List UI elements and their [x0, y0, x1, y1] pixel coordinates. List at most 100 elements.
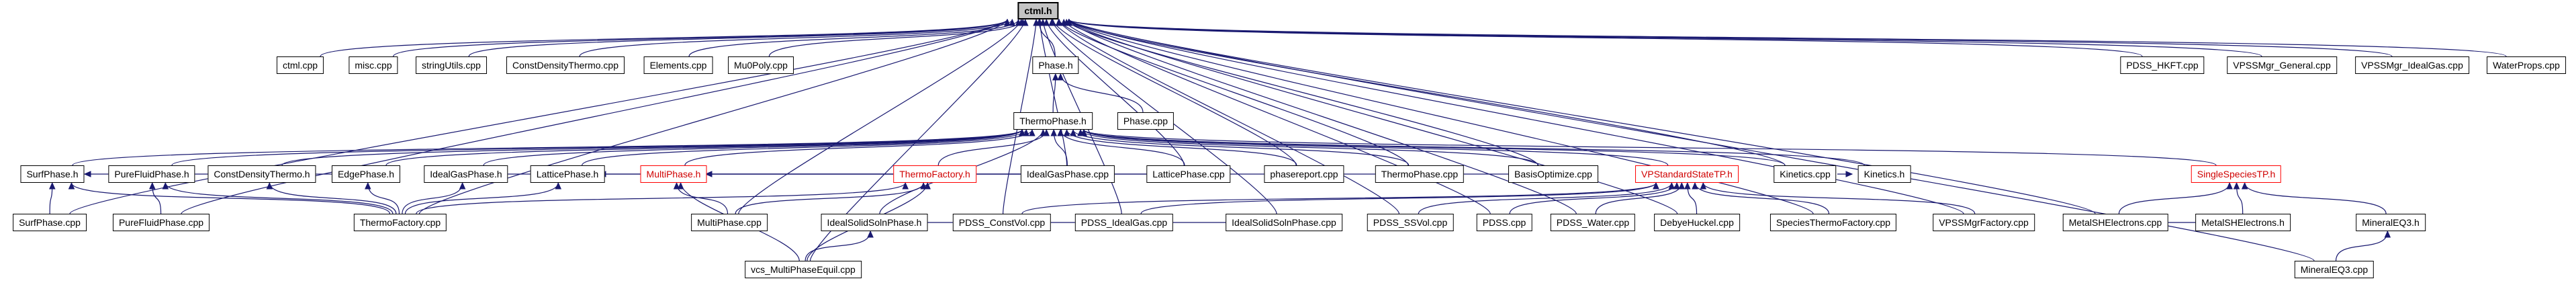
- graph-node-waterprops_cpp[interactable]: WaterProps.cpp: [2487, 56, 2566, 74]
- graph-node-kinetics_h[interactable]: Kinetics.h: [1857, 165, 1911, 183]
- graph-node-vpssmgr_general_cpp[interactable]: VPSSMgr_General.cpp: [2227, 56, 2337, 74]
- include-edge-ctml_cpp-to-ctml_h: [320, 18, 1011, 57]
- include-edge-debyehuckel_cpp-to-ctml_h: [1066, 18, 1678, 214]
- include-edge-thermofactory_cpp-to-thermofactory_h: [416, 181, 909, 214]
- include-edge-thermofactory_cpp-to-idealgasphase_h: [402, 181, 466, 214]
- graph-node-pdss_hkft_cpp[interactable]: PDSS_HKFT.cpp: [2120, 56, 2205, 74]
- graph-node-purefluidphase_cpp[interactable]: PureFluidPhase.cpp: [112, 214, 210, 231]
- graph-node-mineraleq3_h[interactable]: MineralEQ3.h: [2356, 214, 2426, 231]
- graph-node-thermophase_h[interactable]: ThermoPhase.h: [1013, 112, 1093, 130]
- graph-node-pdss_cpp[interactable]: PDSS.cpp: [1476, 214, 1532, 231]
- include-edge-surfphase_cpp-to-surfphase_h: [48, 181, 56, 214]
- include-edge-misc_cpp-to-ctml_h: [393, 18, 1011, 57]
- include-edge-purefluidphase_cpp-to-ctml_h: [181, 18, 1011, 214]
- graph-node-multiphase_h[interactable]: MultiPhase.h: [640, 165, 707, 183]
- include-edge-vpssmgrfactory_cpp-to-ctml_h: [1066, 18, 1964, 214]
- graph-node-purefluidphase_h[interactable]: PureFluidPhase.h: [108, 165, 195, 183]
- include-edge-singlespeciestp_h-to-thermophase_h: [1080, 128, 2217, 166]
- graph-node-idealgasphase_h[interactable]: IdealGasPhase.h: [424, 165, 508, 183]
- include-edge-multiphase_cpp-to-ctml_h: [738, 18, 1025, 214]
- graph-node-basisoptimize_cpp[interactable]: BasisOptimize.cpp: [1508, 165, 1598, 183]
- graph-node-mu0poly_cpp[interactable]: Mu0Poly.cpp: [728, 56, 794, 74]
- include-edge-stringutils_cpp-to-ctml_h: [468, 18, 1011, 57]
- include-edge-phasereport_cpp-to-ctml_h: [1050, 18, 1297, 166]
- include-edge-thermofactory_cpp-to-latticephase_h: [404, 181, 562, 214]
- graph-node-latticephase_h[interactable]: LatticePhase.h: [530, 165, 605, 183]
- graph-node-thermofactory_cpp[interactable]: ThermoFactory.cpp: [353, 214, 447, 231]
- include-edge-waterprops_cpp-to-ctml_h: [1066, 18, 2507, 57]
- include-edge-vpssmgrfactory_cpp-to-vpstandardstatetp_h: [1700, 181, 1976, 214]
- graph-node-constdensitythermo_cpp[interactable]: ConstDensityThermo.cpp: [506, 56, 625, 74]
- include-edge-mineraleq3_h-to-singlespeciestp_h: [2241, 181, 2387, 214]
- graph-node-kinetics_cpp[interactable]: Kinetics.cpp: [1774, 165, 1837, 183]
- graph-node-singlespeciestp_h[interactable]: SingleSpeciesTP.h: [2191, 165, 2282, 183]
- include-edge-thermofactory_cpp-to-constdensitythermo_h: [266, 181, 397, 214]
- include-edge-pdss_constvol_cpp-to-vpstandardstatetp_h: [1021, 181, 1659, 214]
- graph-node-idealgasphase_cpp[interactable]: IdealGasPhase.cpp: [1020, 165, 1115, 183]
- include-edge-latticephase_h-to-thermophase_h: [582, 128, 1029, 166]
- graph-node-pdss_idealgas_cpp[interactable]: PDSS_IdealGas.cpp: [1074, 214, 1174, 231]
- include-edge-mineraleq3_cpp-to-mineraleq3_h: [2335, 230, 2391, 261]
- include-edge-surfphase_h-to-thermophase_h: [72, 128, 1025, 166]
- graph-node-pdss_constvol_cpp[interactable]: PDSS_ConstVol.cpp: [952, 214, 1052, 231]
- include-edge-kinetics_cpp-to-ctml_h: [1066, 18, 1786, 166]
- include-edge-thermofactory_cpp-to-ctml_h: [418, 18, 1011, 214]
- graph-node-speciesthermofactory_cpp[interactable]: SpeciesThermoFactory.cpp: [1769, 214, 1897, 231]
- include-edge-basisoptimize_cpp-to-thermophase_h: [1077, 128, 1539, 166]
- include-edge-pdss_water_cpp-to-vpstandardstatetp_h: [1595, 181, 1686, 214]
- include-edge-thermophase_cpp-to-thermophase_h: [1070, 128, 1410, 166]
- graph-node-idealsolidsolnphase_cpp[interactable]: IdealSolidSolnPhase.cpp: [1226, 214, 1342, 231]
- graph-node-vpstandardstatetp_h[interactable]: VPStandardStateTP.h: [1635, 165, 1739, 183]
- include-edge-thermofactory_cpp-to-edgephase_h: [365, 181, 400, 214]
- graph-node-idealsolidsolnphase_h[interactable]: IdealSolidSolnPhase.h: [821, 214, 928, 231]
- graph-node-metalshelectrons_cpp[interactable]: MetalSHElectrons.cpp: [2062, 214, 2168, 231]
- include-edge-kinetics_h-to-thermophase_h: [1080, 128, 1865, 166]
- include-edge-multiphase_cpp-to-thermofactory_h: [735, 181, 927, 214]
- graph-node-metalshelectrons_h[interactable]: MetalSHElectrons.h: [2195, 214, 2291, 231]
- include-edge-speciesthermofactory_cpp-to-ctml_h: [1066, 18, 1814, 214]
- graph-node-vpssmgrfactory_cpp[interactable]: VPSSMgrFactory.cpp: [1933, 214, 2035, 231]
- include-edge-vpstandardstatetp_h-to-thermophase_h: [1080, 128, 1669, 166]
- include-edge-idealgasphase_cpp-to-ctml_h: [1036, 18, 1068, 166]
- graph-node-thermophase_cpp[interactable]: ThermoPhase.cpp: [1375, 165, 1465, 183]
- graph-node-phasereport_cpp[interactable]: phasereport.cpp: [1264, 165, 1344, 183]
- include-edge-idealgasphase_h-to-thermophase_h: [483, 128, 1025, 166]
- graph-node-constdensitythermo_h[interactable]: ConstDensityThermo.h: [208, 165, 316, 183]
- graph-node-multiphase_cpp[interactable]: MultiPhase.cpp: [691, 214, 768, 231]
- include-edge-purefluidphase_h-to-thermophase_h: [171, 128, 1025, 166]
- include-edge-surfphase_cpp-to-ctml_h: [69, 18, 1011, 214]
- graph-node-elements_cpp[interactable]: Elements.cpp: [643, 56, 713, 74]
- graph-node-misc_cpp[interactable]: misc.cpp: [349, 56, 398, 74]
- graph-node-phase_cpp[interactable]: Phase.cpp: [1117, 112, 1175, 130]
- graph-node-pdss_water_cpp[interactable]: PDSS_Water.cpp: [1550, 214, 1636, 231]
- graph-node-phase_h[interactable]: Phase.h: [1032, 56, 1079, 74]
- graph-node-vcs_multiphaseequil_cpp[interactable]: vcs_MultiPhaseEquil.cpp: [745, 261, 862, 278]
- include-edge-edgephase_h-to-thermophase_h: [385, 128, 1025, 166]
- include-edge-pdss_ssvol_cpp-to-vpstandardstatetp_h: [1418, 181, 1675, 214]
- include-edge-metalshelectrons_cpp-to-singlespeciestp_h: [2118, 181, 2233, 214]
- include-edge-purefluidphase_cpp-to-purefluidphase_h: [148, 181, 162, 214]
- graph-node-mineraleq3_cpp[interactable]: MineralEQ3.cpp: [2294, 261, 2375, 278]
- include-edge-pdss_hkft_cpp-to-ctml_h: [1066, 18, 2143, 57]
- graph-node-latticephase_cpp[interactable]: LatticePhase.cpp: [1146, 165, 1231, 183]
- graph-node-pdss_ssvol_cpp[interactable]: PDSS_SSVol.cpp: [1367, 214, 1454, 231]
- include-edge-multiphase_h-to-thermophase_h: [684, 128, 1036, 166]
- graph-node-ctml_h[interactable]: ctml.h: [1017, 2, 1059, 19]
- include-edge-latticephase_cpp-to-ctml_h: [1043, 18, 1185, 166]
- include-edge-pdss_water_cpp-to-ctml_h: [1065, 18, 1577, 214]
- graph-node-edgephase_h[interactable]: EdgePhase.h: [331, 165, 401, 183]
- graph-node-surfphase_cpp[interactable]: SurfPhase.cpp: [13, 214, 87, 231]
- graph-node-debyehuckel_cpp[interactable]: DebyeHuckel.cpp: [1654, 214, 1740, 231]
- include-edge-elements_cpp-to-ctml_h: [688, 18, 1022, 57]
- include-edge-phasereport_cpp-to-thermophase_h: [1063, 128, 1297, 166]
- graph-node-thermofactory_h[interactable]: ThermoFactory.h: [893, 165, 976, 183]
- graph-node-stringutils_cpp[interactable]: stringUtils.cpp: [416, 56, 487, 74]
- graph-node-vpssmgr_idealgas_cpp[interactable]: VPSSMgr_IdealGas.cpp: [2355, 56, 2469, 74]
- graph-node-surfphase_h[interactable]: SurfPhase.h: [20, 165, 85, 183]
- include-edge-vpssmgr_general_cpp-to-ctml_h: [1066, 18, 2262, 57]
- graph-node-ctml_cpp[interactable]: ctml.cpp: [276, 56, 324, 74]
- include-edge-thermofactory_cpp-to-purefluidphase_h: [162, 181, 394, 214]
- include-edge-debyehuckel_cpp-to-vpstandardstatetp_h: [1684, 181, 1698, 214]
- include-edge-speciesthermofactory_cpp-to-vpstandardstatetp_h: [1692, 181, 1830, 214]
